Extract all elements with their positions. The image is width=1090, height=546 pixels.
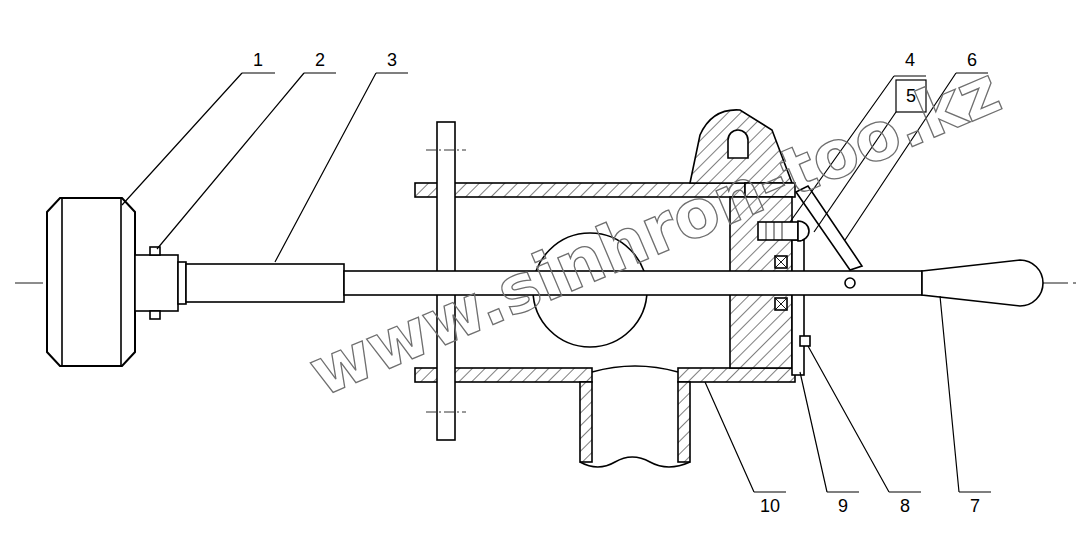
callout-number: 4 — [905, 51, 915, 69]
callout-number: 1 — [253, 51, 263, 69]
callout-number: 7 — [970, 497, 980, 515]
callout-number: 8 — [900, 497, 910, 515]
callout-number: 9 — [838, 497, 848, 515]
callout-number: 2 — [315, 51, 325, 69]
callout-number: 3 — [387, 51, 397, 69]
watermark: www.sinhron-too.kz — [301, 57, 1009, 407]
callout-number: 10 — [760, 497, 780, 515]
